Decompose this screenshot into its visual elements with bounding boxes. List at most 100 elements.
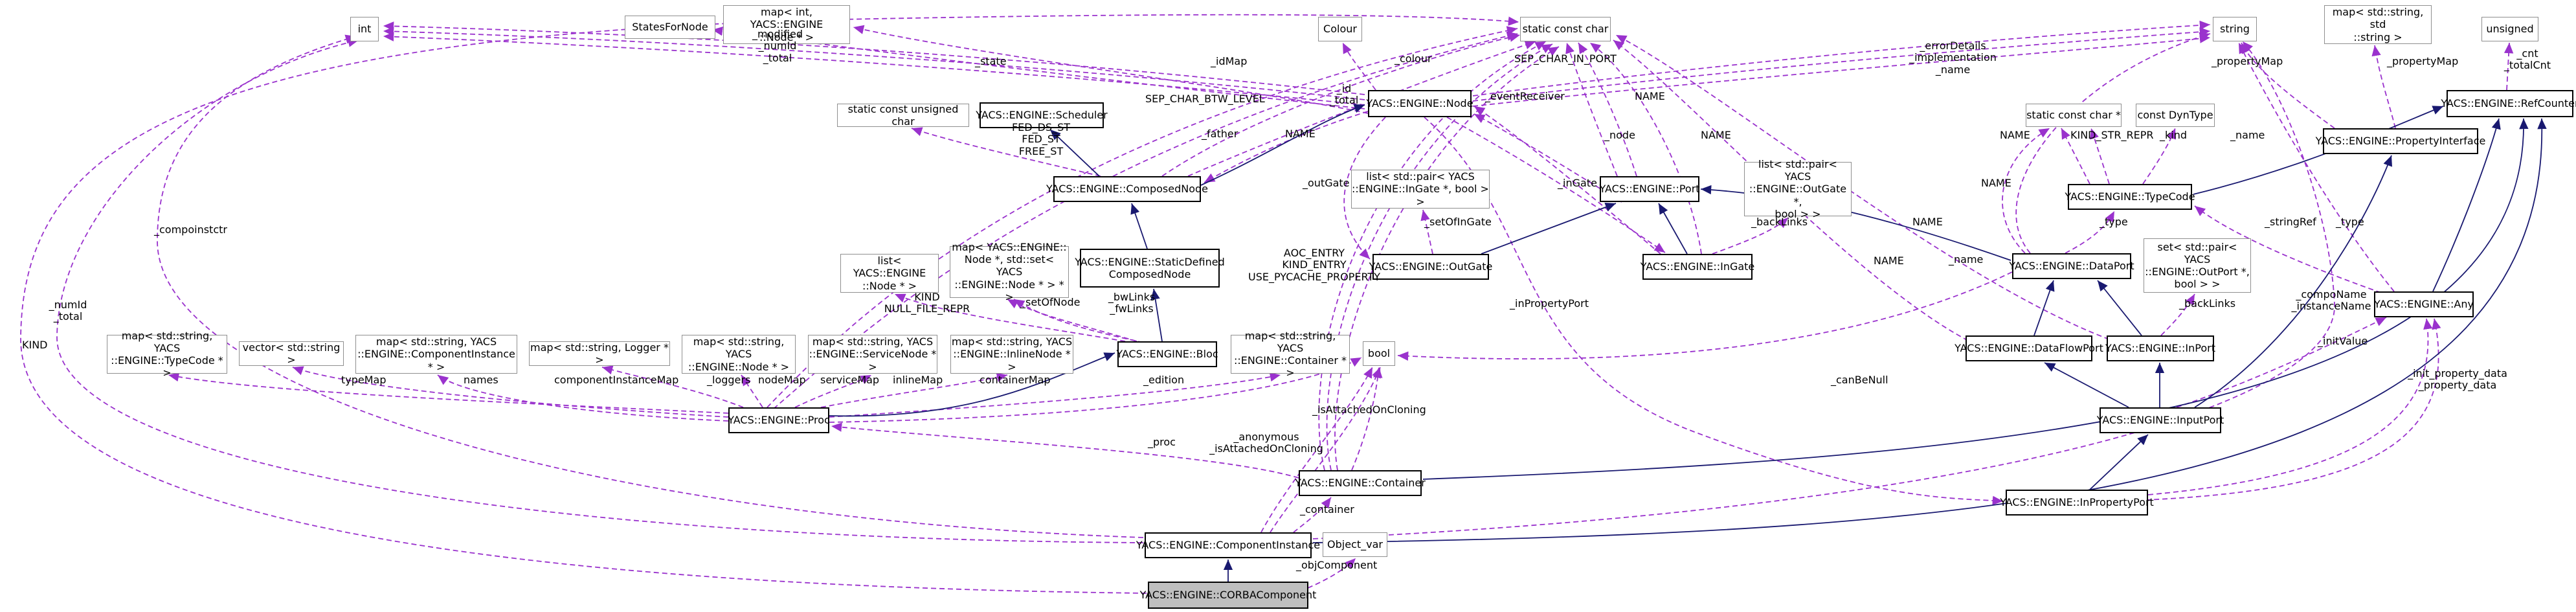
edge-label: _bwLinks _fwLinks: [1108, 291, 1156, 315]
edge-label: _compoName _instanceName: [2291, 288, 2371, 313]
class-box-unsigned: unsigned: [2481, 17, 2538, 41]
class-box-bloc[interactable]: YACS::ENGINE::Bloc: [1116, 341, 1218, 367]
edge-label: _node: [1604, 129, 1635, 141]
edge-label: _container: [1300, 503, 1354, 516]
class-box-proc[interactable]: YACS::ENGINE::Proc: [728, 407, 830, 433]
edge-label: _setOfInGate: [1424, 216, 1492, 228]
edge-label: _cnt _totalCnt: [2503, 47, 2551, 72]
class-box-container[interactable]: YACS::ENGINE::Container: [1295, 470, 1426, 496]
edge-label: _state: [975, 55, 1007, 67]
edge-label: componentInstanceMap: [554, 374, 679, 386]
edge-label: _init_property_data _property_data: [2408, 367, 2507, 392]
class-box-static-const-uchar: static const unsigned char: [837, 103, 969, 128]
class-box-staticdefinedcomposednode[interactable]: YACS::ENGINE::StaticDefined ComposedNode: [1075, 249, 1225, 288]
edge-label: _propertyMap: [2387, 55, 2459, 67]
edge-label: _inGate: [1558, 177, 1597, 189]
class-box-outgate[interactable]: YACS::ENGINE::OutGate: [1369, 254, 1492, 280]
edge-label: FED_DS_ST FED_ST FREE_ST: [1011, 121, 1071, 157]
class-box-string: string: [2213, 17, 2257, 41]
edge-label: names: [464, 374, 498, 386]
edge-label: KIND_STR_REPR: [2070, 129, 2154, 141]
class-box-list-outgate-pair: list< std::pair< YACS ::ENGINE::OutGate …: [1744, 158, 1852, 220]
class-box-scheduler[interactable]: YACS::ENGINE::Scheduler: [976, 102, 1108, 128]
edge-label: NAME: [1635, 90, 1665, 102]
class-box-list-ingate-pair: list< std::pair< YACS ::ENGINE::InGate *…: [1351, 170, 1490, 209]
edge-label: NAME: [2000, 129, 2030, 141]
edge-label: _outGate: [1303, 177, 1350, 189]
class-box-refcounter[interactable]: YACS::ENGINE::RefCounter: [2441, 90, 2576, 117]
edge-label: SEP_CHAR_IN_PORT: [1514, 52, 1617, 65]
class-box-map-logger: map< std::string, Logger * >: [529, 341, 670, 366]
class-box-map-componentinstance: map< std::string, YACS ::ENGINE::Compone…: [355, 335, 517, 374]
class-box-inputport[interactable]: YACS::ENGINE::InputPort: [2097, 407, 2224, 433]
class-box-vector-string: vector< std::string >: [239, 341, 344, 366]
edge-label: NAME: [1912, 216, 1943, 228]
edge-label: _inPropertyPort: [1510, 297, 1589, 310]
edge-label: _anonymous _isAttachedOnCloning: [1209, 431, 1323, 455]
class-box-map-int-node: map< int, YACS::ENGINE ::Node * >: [723, 5, 850, 44]
edge-label: _initValue: [2318, 335, 2368, 347]
edge-label: _loggers: [707, 374, 751, 386]
edge-label: _eventReceiver: [1485, 90, 1565, 102]
class-box-colour: Colour: [1318, 17, 1362, 41]
class-box-any[interactable]: YACS::ENGINE::Any: [2374, 291, 2474, 317]
class-box-const-dyntype: const DynType: [2136, 104, 2215, 127]
edge-label: _modified _numId _total: [752, 28, 803, 64]
edge-label: NAME: [1874, 255, 1904, 267]
class-box-bool: bool: [1363, 341, 1395, 366]
edge-label: serviceMap: [820, 374, 880, 386]
edge-label: _backLinks: [1751, 216, 1808, 228]
class-box-map-container: map< std::string, YACS ::ENGINE::Contain…: [1231, 330, 1350, 379]
edge-label: _proc: [1148, 436, 1176, 448]
edge-label: containerMap: [980, 374, 1051, 386]
class-box-composednode[interactable]: YACS::ENGINE::ComposedNode: [1046, 176, 1208, 202]
edge-label: inlineMap: [893, 374, 943, 386]
class-box-dataflowport[interactable]: YACS::ENGINE::DataFlowPort: [1954, 335, 2103, 361]
class-box-inport[interactable]: YACS::ENGINE::InPort: [2105, 335, 2215, 361]
edge-label: _propertyMap: [2212, 55, 2283, 67]
edge-label: _backLinks: [2179, 297, 2236, 310]
class-box-static-const-char-ptr: static const char *: [2026, 104, 2122, 127]
edge-label: _name: [2230, 129, 2265, 141]
class-box-ingate[interactable]: YACS::ENGINE::InGate: [1641, 254, 1754, 280]
class-box-port[interactable]: YACS::ENGINE::Port: [1599, 176, 1700, 202]
class-box-propertyinterface[interactable]: YACS::ENGINE::PropertyInterface: [2316, 128, 2485, 154]
class-box-map-typecode: map< std::string, YACS ::ENGINE::TypeCod…: [107, 330, 227, 379]
edge-label: _edition: [1143, 374, 1185, 386]
edge-label: _type: [2100, 216, 2128, 228]
class-box-typecode[interactable]: YACS::ENGINE::TypeCode: [2065, 184, 2195, 210]
class-box-list-node: list< YACS::ENGINE ::Node * >: [840, 254, 939, 293]
edge-label: _father: [1202, 128, 1238, 140]
edge-label: KIND: [22, 339, 48, 351]
class-box-map-string-string: map< std::string, std ::string >: [2324, 5, 2432, 44]
edge-label: typeMap: [341, 374, 386, 386]
class-box-map-node: map< std::string, YACS ::ENGINE::Node * …: [682, 335, 796, 374]
class-box-inpropertyport[interactable]: YACS::ENGINE::InPropertyPort: [2000, 490, 2154, 516]
edge-label: KIND NULL_FILE_REPR: [884, 291, 970, 315]
edge-label: NAME: [1981, 177, 2011, 189]
edge-label: _compoinstctr: [154, 223, 227, 236]
edge-label: nodeMap: [758, 374, 806, 386]
edge-label: NAME: [1285, 128, 1316, 140]
class-box-corbacomponent: YACS::ENGINE::CORBAComponent: [1140, 582, 1316, 609]
edge-label: _stringRef: [2265, 216, 2316, 228]
class-box-node[interactable]: YACS::ENGINE::Node: [1366, 90, 1473, 117]
edge-label: AOC_ENTRY KIND_ENTRY USE_PYCACHE_PROPERT…: [1248, 247, 1380, 283]
edge-label: _errorDetails _implementation _name: [1909, 40, 1997, 76]
edge-label: _setOfNode: [1020, 296, 1081, 308]
edge-label: _name: [1949, 253, 1984, 266]
class-box-map-node-set: map< YACS::ENGINE:: Node *, std::set< YA…: [950, 241, 1069, 303]
class-box-dataport[interactable]: YACS::ENGINE::DataPort: [2009, 253, 2134, 279]
edge-label: _type: [2336, 216, 2364, 228]
edge-label: _canBeNull: [1831, 374, 1888, 386]
edge-label: _kind: [2160, 129, 2188, 141]
class-box-set-outport-pair: set< std::pair< YACS ::ENGINE::OutPort *…: [2144, 238, 2251, 293]
edge-label: _numId _total: [49, 299, 87, 323]
edge-label: _colour: [1394, 52, 1432, 65]
class-box-object-var: Object_var: [1323, 532, 1387, 557]
class-box-componentinstance[interactable]: YACS::ENGINE::ComponentInstance: [1136, 532, 1320, 558]
edge-label: _id _total: [1329, 82, 1359, 107]
class-box-int: int: [350, 17, 379, 41]
